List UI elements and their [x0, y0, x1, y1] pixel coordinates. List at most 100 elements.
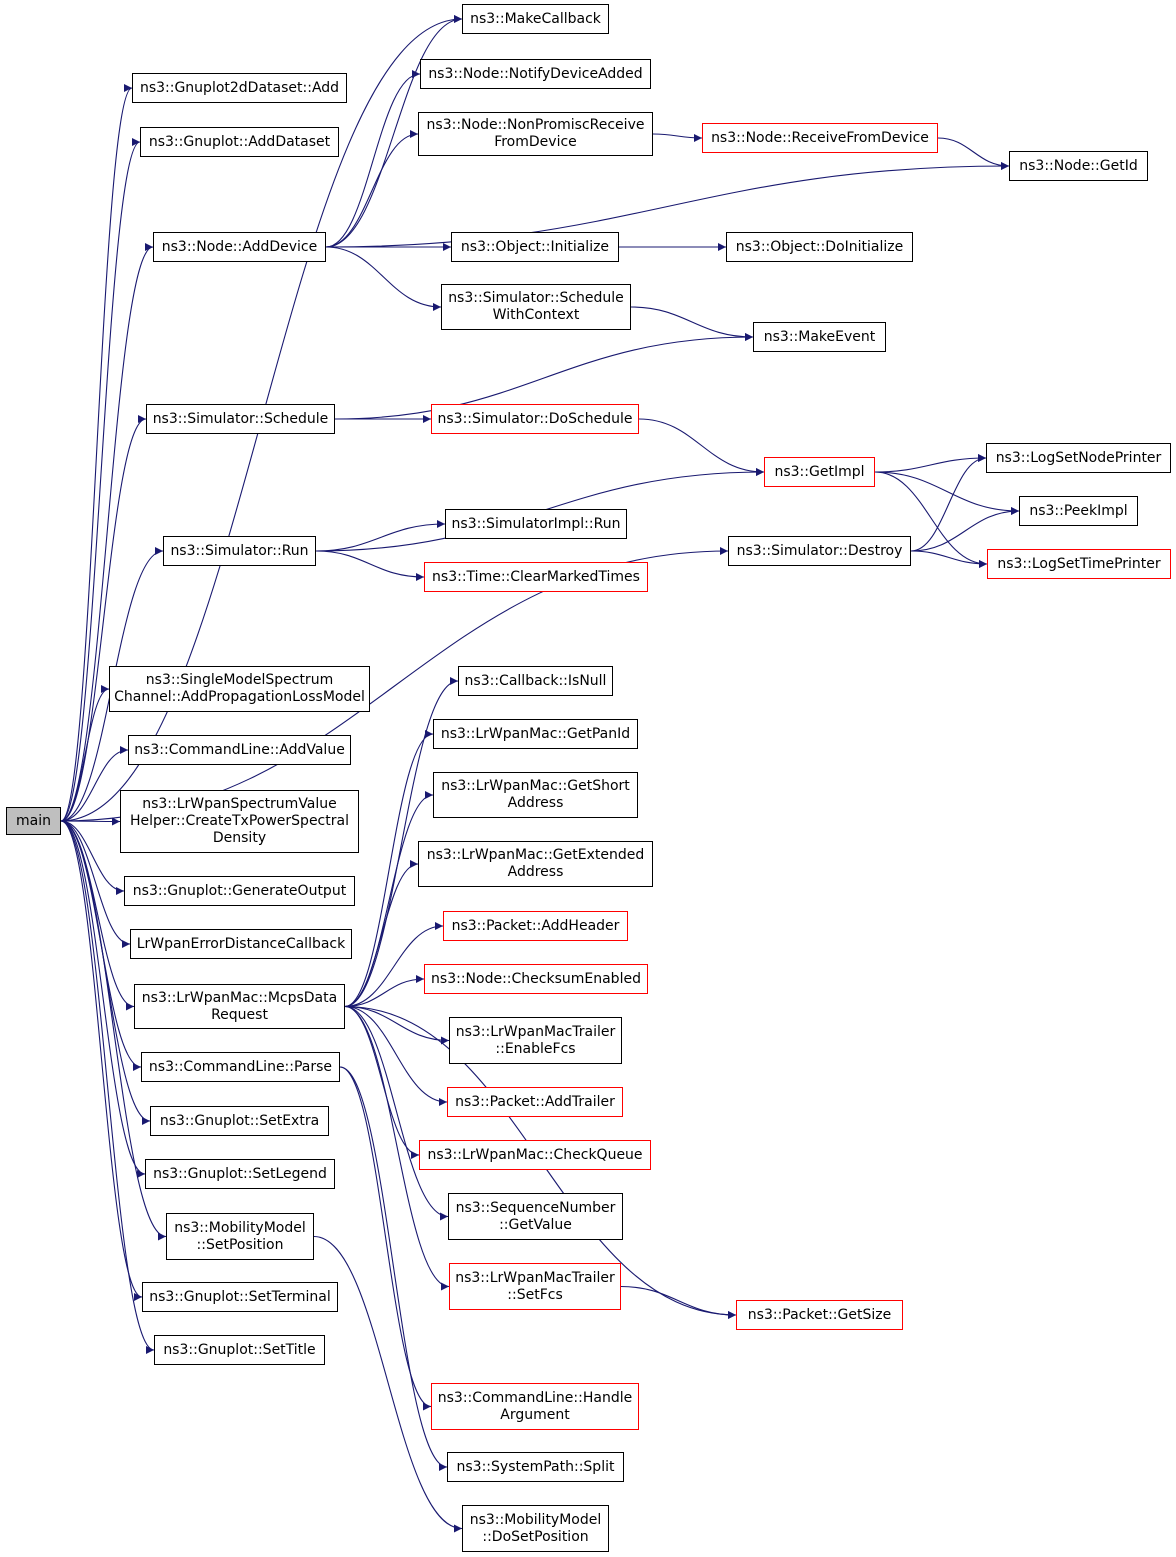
node-gp_setterm[interactable]: ns3::Gnuplot::SetTerminal — [142, 1282, 338, 1312]
node-label-line: ::DoSetPosition — [482, 1528, 589, 1545]
node-cl_parse[interactable]: ns3::CommandLine::Parse — [141, 1052, 340, 1082]
node-getimpl[interactable]: ns3::GetImpl — [764, 457, 875, 487]
node-makecb[interactable]: ns3::MakeCallback — [462, 4, 609, 34]
node-pkt_addheader[interactable]: ns3::Packet::AddHeader — [443, 911, 628, 941]
node-label-line: ns3::Node::AddDevice — [161, 238, 318, 255]
node-label-line: ns3::SimulatorImpl::Run — [451, 515, 621, 532]
edge-main-to-cl_addvalue — [60, 746, 129, 822]
node-gp2d_add[interactable]: ns3::Gnuplot2dDataset::Add — [132, 73, 347, 103]
node-sim_destroy[interactable]: ns3::Simulator::Destroy — [728, 536, 911, 566]
node-syspath_split[interactable]: ns3::SystemPath::Split — [447, 1452, 624, 1482]
node-cb_isnull[interactable]: ns3::Callback::IsNull — [458, 666, 613, 696]
edge-trailer_setfcs-to-pkt_getsize — [620, 1285, 737, 1319]
node-label-line: ns3::SequenceNumber — [455, 1199, 616, 1216]
node-trailer_enable[interactable]: ns3::LrWpanMacTrailer::EnableFcs — [449, 1017, 622, 1064]
node-label-line: ns3::CommandLine::AddValue — [134, 741, 345, 758]
node-peekimpl[interactable]: ns3::PeekImpl — [1019, 496, 1138, 526]
edge-mcps-to-seqnum — [344, 1005, 449, 1221]
node-label-line: ns3::Node::ChecksumEnabled — [431, 970, 641, 987]
node-logsettime[interactable]: ns3::LogSetTimePrinter — [987, 549, 1171, 579]
node-sim_dosched[interactable]: ns3::Simulator::DoSchedule — [431, 404, 639, 434]
node-label-line: ::EnableFcs — [495, 1040, 576, 1057]
edge-sim_run-to-time_clear — [315, 550, 425, 581]
edge-mcps-to-cb_isnull — [344, 677, 459, 1008]
node-label-line: ns3::Simulator::Destroy — [736, 542, 903, 559]
node-logsetnode[interactable]: ns3::LogSetNodePrinter — [986, 443, 1171, 473]
node-label-line: ns3::LrWpanMacTrailer — [455, 1023, 616, 1040]
node-mm_dosetpos[interactable]: ns3::MobilityModel::DoSetPosition — [462, 1505, 609, 1552]
edge-sim_destroy-to-logsettime — [910, 550, 988, 568]
node-label-line: ns3::SystemPath::Split — [456, 1458, 615, 1475]
node-lrwpan_errcb[interactable]: LrWpanErrorDistanceCallback — [130, 929, 352, 959]
node-node_recv[interactable]: ns3::Node::ReceiveFromDevice — [702, 123, 938, 153]
edge-mcps-to-mac_ext — [344, 860, 419, 1008]
node-label-line: ns3::Node::NonPromiscReceive — [426, 117, 645, 133]
node-mm_setpos[interactable]: ns3::MobilityModel::SetPosition — [166, 1213, 314, 1260]
node-obj_init[interactable]: ns3::Object::Initialize — [451, 232, 619, 262]
node-label-line: Argument — [500, 1406, 570, 1423]
node-makeevent[interactable]: ns3::MakeEvent — [753, 322, 886, 352]
node-label-line: ::GetValue — [499, 1216, 572, 1233]
node-gp_setextra[interactable]: ns3::Gnuplot::SetExtra — [150, 1106, 329, 1136]
node-gp_genout[interactable]: ns3::Gnuplot::GenerateOutput — [124, 876, 355, 906]
edge-main-to-gp_settitle — [60, 820, 155, 1354]
node-label-line: main — [16, 812, 51, 829]
edge-sim_destroy-to-peekimpl — [910, 507, 1020, 552]
node-label-line: ns3::GetImpl — [774, 463, 865, 480]
edge-node_adddevice-to-sim_schedctx — [325, 246, 442, 311]
edge-sim_run-to-simimpl_run — [315, 520, 446, 552]
edge-node_adddevice-to-node_notify — [325, 70, 421, 248]
node-gp_adddataset[interactable]: ns3::Gnuplot::AddDataset — [140, 127, 339, 157]
node-cl_addvalue[interactable]: ns3::CommandLine::AddValue — [128, 735, 351, 765]
edge-mcps-to-mac_panid — [344, 730, 434, 1008]
node-label-line: ns3::Gnuplot::SetTitle — [163, 1341, 316, 1358]
node-gp_setlegend[interactable]: ns3::Gnuplot::SetLegend — [145, 1159, 335, 1189]
node-gp_settitle[interactable]: ns3::Gnuplot::SetTitle — [154, 1335, 325, 1365]
node-node_getid[interactable]: ns3::Node::GetId — [1009, 151, 1148, 181]
node-time_clear[interactable]: ns3::Time::ClearMarkedTimes — [424, 562, 648, 592]
edge-mcps-to-pkt_addtrailer — [344, 1005, 448, 1106]
node-simimpl_run[interactable]: ns3::SimulatorImpl::Run — [445, 509, 627, 539]
node-label-line: ns3::MobilityModel — [469, 1511, 602, 1528]
node-label-line: ns3::Object::DoInitialize — [735, 238, 904, 255]
node-label-line: ns3::Gnuplot::SetLegend — [153, 1165, 327, 1182]
node-mac_panid[interactable]: ns3::LrWpanMac::GetPanId — [433, 719, 638, 749]
node-pkt_addtrailer[interactable]: ns3::Packet::AddTrailer — [447, 1087, 623, 1117]
node-label-line: ns3::SingleModelSpectrum — [145, 672, 334, 688]
node-label-line: ns3::Packet::AddTrailer — [455, 1093, 615, 1110]
node-sim_run[interactable]: ns3::Simulator::Run — [163, 536, 316, 566]
node-mac_checkqueue[interactable]: ns3::LrWpanMac::CheckQueue — [419, 1140, 651, 1170]
node-node_cksum[interactable]: ns3::Node::ChecksumEnabled — [424, 964, 648, 994]
edge-mm_setpos-to-mm_dosetpos — [313, 1235, 463, 1533]
node-label-line: LrWpanErrorDistanceCallback — [136, 935, 346, 952]
node-label-line: ns3::Simulator::Schedule — [152, 410, 329, 427]
node-node_adddevice[interactable]: ns3::Node::AddDevice — [153, 232, 326, 262]
node-label-line: ns3::Callback::IsNull — [464, 672, 607, 689]
node-label-line: ns3::MakeCallback — [470, 10, 601, 27]
node-sim_schedule[interactable]: ns3::Simulator::Schedule — [146, 404, 335, 434]
node-seqnum[interactable]: ns3::SequenceNumber::GetValue — [448, 1193, 623, 1240]
node-label-line: ns3::LrWpanMac::GetExtended — [426, 847, 645, 863]
node-trailer_setfcs[interactable]: ns3::LrWpanMacTrailer::SetFcs — [449, 1263, 621, 1310]
node-label-line: ns3::LogSetNodePrinter — [995, 449, 1162, 466]
edge-node_adddevice-to-node_getid — [325, 162, 1010, 248]
node-node_notify[interactable]: ns3::Node::NotifyDeviceAdded — [420, 59, 651, 89]
node-label-line: ns3::LogSetTimePrinter — [997, 555, 1161, 572]
node-pkt_getsize[interactable]: ns3::Packet::GetSize — [736, 1300, 903, 1330]
edge-mcps-to-node_cksum — [344, 975, 425, 1008]
node-label-line: ns3::Gnuplot::AddDataset — [148, 133, 331, 150]
node-main[interactable]: main — [6, 807, 61, 835]
node-label-line: ::SetPosition — [196, 1236, 284, 1253]
node-label-line: ns3::MakeEvent — [763, 328, 876, 345]
node-label-line: ns3::Packet::GetSize — [747, 1306, 892, 1323]
node-obj_doinit[interactable]: ns3::Object::DoInitialize — [726, 232, 913, 262]
